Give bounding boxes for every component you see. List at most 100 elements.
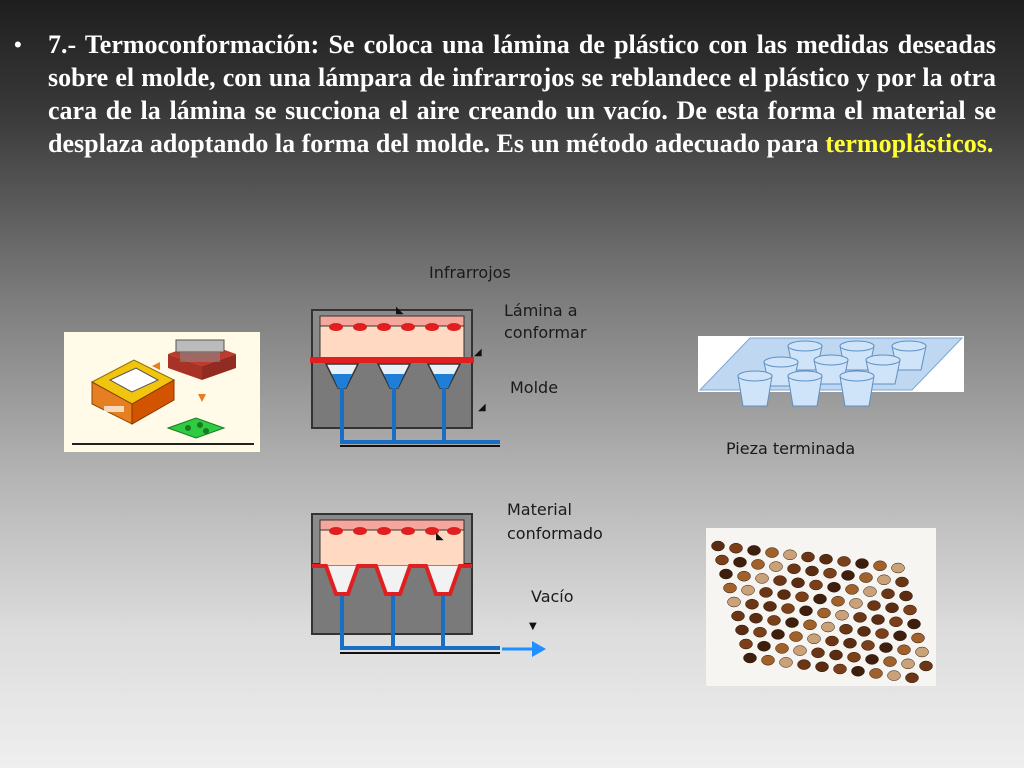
chocolate — [859, 572, 873, 583]
chocolate — [819, 553, 833, 565]
chocolate — [723, 582, 737, 594]
chocolate — [781, 603, 795, 614]
chocolate — [765, 547, 779, 558]
label-vacio: Vacío — [531, 587, 574, 606]
chocolate — [855, 558, 869, 569]
chocolate — [761, 654, 775, 666]
chocolate — [867, 600, 881, 611]
chocolate — [711, 540, 725, 552]
chocolate — [757, 640, 771, 652]
chocolate — [733, 556, 747, 568]
chocolate — [775, 643, 789, 654]
vacuum-pipes — [340, 388, 500, 444]
chocolate — [875, 628, 889, 639]
chocolate — [771, 629, 785, 640]
chocolate — [845, 584, 859, 595]
chocolate — [783, 549, 797, 561]
chocolate — [727, 596, 741, 608]
chocolate — [891, 562, 905, 574]
label-material-line1: Material — [507, 500, 572, 519]
chocolate — [745, 598, 759, 610]
chocolate — [815, 661, 829, 673]
chocolate — [751, 559, 765, 570]
chocolate — [719, 568, 733, 580]
chocolate — [847, 651, 861, 663]
chocolate — [897, 644, 911, 656]
chocolate — [887, 670, 901, 681]
chocolate — [793, 645, 807, 656]
chocolate — [797, 659, 811, 670]
chocolate — [779, 657, 793, 668]
chocolate — [777, 589, 791, 600]
chocolate — [743, 652, 757, 664]
chocolate — [893, 630, 907, 642]
formed-sheet — [312, 564, 472, 596]
label-pieza-terminada: Pieza terminada — [726, 439, 856, 458]
chocolate — [791, 577, 805, 589]
chocolate — [919, 660, 933, 672]
chocolate — [915, 646, 929, 658]
chocolate — [861, 640, 875, 651]
chocolate — [871, 614, 885, 625]
finished-piece-image — [698, 336, 964, 407]
chocolate — [839, 623, 853, 635]
chocolate — [805, 565, 819, 577]
pointer-infrarrojos: ◣ — [396, 305, 404, 316]
chocolate — [767, 615, 781, 626]
chocolate — [903, 604, 917, 616]
diagram-after — [311, 513, 500, 654]
pointer-vacio: ▼ — [529, 621, 537, 632]
vacuum-pipes-2 — [340, 596, 500, 650]
chocolate — [801, 551, 815, 563]
chocolate — [865, 654, 879, 665]
label-lamina-line2: conformar — [504, 323, 587, 342]
chocolate — [769, 561, 783, 572]
label-infrarrojos: Infrarrojos — [429, 263, 511, 282]
chocolate — [747, 545, 761, 556]
bullet-paragraph: • 7.- Termoconformación: Se coloca una l… — [14, 28, 996, 160]
label-material-line2: conformado — [507, 524, 603, 543]
chocolate — [821, 621, 835, 633]
chocolate — [795, 591, 809, 603]
chocolate — [837, 556, 851, 567]
chocolate — [817, 607, 831, 619]
chocolate — [843, 637, 857, 649]
chocolate — [789, 631, 803, 642]
chocolate — [853, 612, 867, 623]
chocolate — [823, 567, 837, 579]
highlight-thermoplastics: termoplásticos. — [825, 129, 994, 158]
chocolate — [753, 626, 767, 638]
chocolate — [787, 563, 801, 575]
chocolate — [813, 593, 827, 605]
chocolate — [825, 635, 839, 647]
chocolate — [851, 665, 865, 677]
pointer-material: ◣ — [436, 531, 444, 542]
label-lamina-line1: Lámina a — [504, 301, 578, 320]
chocolate — [873, 560, 887, 572]
chocolate — [759, 587, 773, 598]
chocolate — [735, 624, 749, 636]
chocolate — [899, 590, 913, 602]
chocolate — [885, 602, 899, 614]
chocolate — [763, 601, 777, 612]
chocolate — [883, 656, 897, 667]
tray-rows — [711, 540, 933, 684]
label-molde: Molde — [510, 378, 559, 397]
chocolate — [879, 642, 893, 653]
chocolate — [833, 663, 847, 675]
chocolate — [715, 554, 729, 566]
chocolate — [829, 649, 843, 661]
chocolate — [741, 584, 755, 596]
bullet-marker: • — [14, 32, 22, 57]
chocolate — [907, 618, 921, 630]
chocolate — [811, 647, 825, 659]
diagram-before — [310, 309, 500, 447]
chocolate — [827, 581, 841, 593]
chocolate — [731, 610, 745, 622]
chocolate — [773, 575, 787, 586]
chocolate — [911, 632, 925, 644]
chocolate — [729, 542, 743, 554]
chocolate — [739, 638, 753, 650]
chocolate — [807, 633, 821, 645]
description-main: 7.- Termoconformación: Se coloca una lám… — [48, 30, 996, 158]
